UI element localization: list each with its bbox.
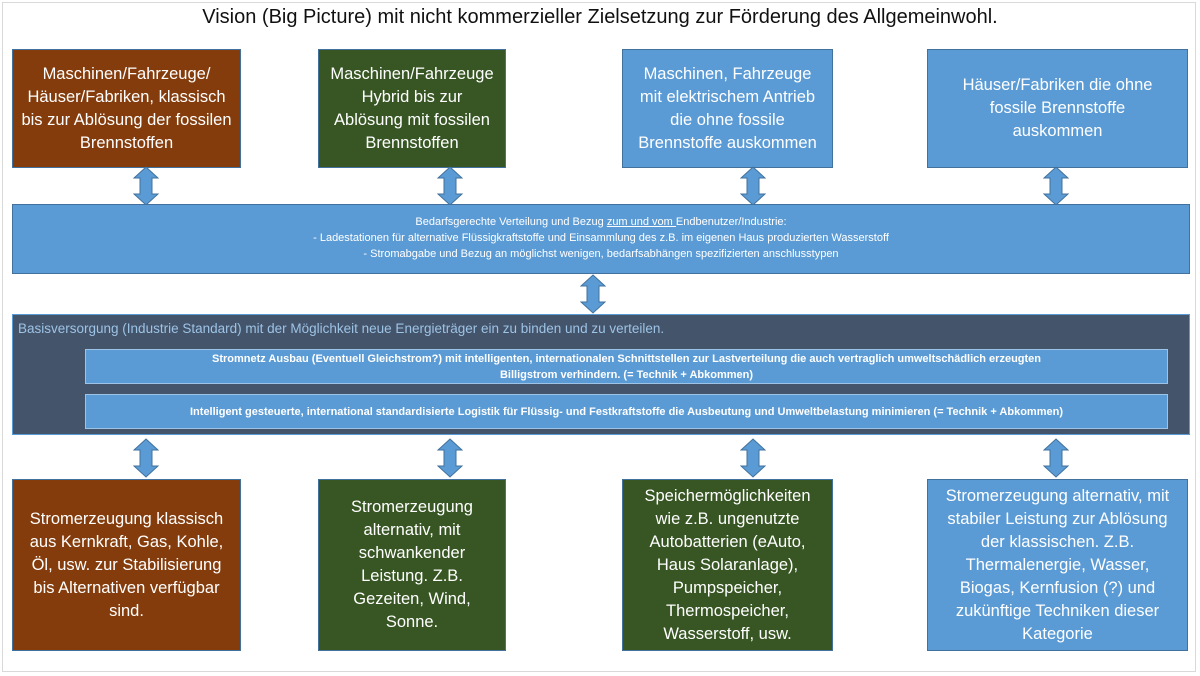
double-vertical-arrow-icon [1043, 438, 1069, 478]
box-text: Maschinen/Fahrzeuge/ Häuser/Fabriken, kl… [21, 64, 232, 152]
box-text: Maschinen/Fahrzeuge Hybrid bis zur Ablös… [330, 64, 494, 152]
box-electric-machines: Maschinen, Fahrzeuge mit elektrischem An… [622, 49, 833, 168]
box-text: Stromerzeugung alternativ, mit stabiler … [945, 486, 1170, 643]
distribution-line-2: - Stromabgabe und Bezug an möglichst wen… [363, 248, 839, 260]
fuel-logistics-bar: Intelligent gesteuerte, international st… [85, 394, 1168, 429]
double-vertical-arrow-icon [580, 274, 606, 314]
double-vertical-arrow-icon [133, 166, 159, 206]
slide-title: Vision (Big Picture) mit nicht kommerzie… [202, 6, 998, 28]
power-grid-bar: Stromnetz Ausbau (Eventuell Gleichstrom?… [85, 349, 1168, 384]
double-vertical-arrow-icon [437, 438, 463, 478]
box-text: Häuser/Fabriken die ohne fossile Brennst… [962, 76, 1153, 140]
box-fossil-free-buildings: Häuser/Fabriken die ohne fossile Brennst… [927, 49, 1188, 168]
heading-text: Endbenutzer/Industrie: [675, 216, 787, 228]
box-text: Stromerzeugung alternativ, mit schwanken… [351, 498, 473, 631]
box-text: Speichermöglichkeiten wie z.B. ungenutzt… [644, 486, 811, 643]
distribution-line-1: - Ladestationen für alternative Flüssigk… [313, 232, 889, 244]
box-classic-machines: Maschinen/Fahrzeuge/ Häuser/Fabriken, kl… [12, 49, 241, 168]
box-text: Stromerzeugung klassisch aus Kernkraft, … [29, 509, 224, 620]
base-supply-panel: Basisversorgung (Industrie Standard) mit… [12, 314, 1190, 435]
box-variable-renewables: Stromerzeugung alternativ, mit schwanken… [318, 479, 506, 651]
power-grid-line-2: Billigstrom verhindern. (= Technik + Abk… [499, 368, 754, 381]
base-supply-title: Basisversorgung (Industrie Standard) mit… [18, 321, 665, 336]
box-classic-power-generation: Stromerzeugung klassisch aus Kernkraft, … [12, 479, 241, 651]
double-vertical-arrow-icon [133, 438, 159, 478]
box-stable-renewables: Stromerzeugung alternativ, mit stabiler … [927, 479, 1188, 651]
distribution-heading: Bedarfsgerechte Verteilung und Bezug zum… [13, 214, 1189, 230]
double-vertical-arrow-icon [437, 166, 463, 206]
double-vertical-arrow-icon [740, 166, 766, 206]
double-vertical-arrow-icon [740, 438, 766, 478]
heading-underlined-text: zum und vom [606, 216, 676, 228]
power-grid-line-1: Stromnetz Ausbau (Eventuell Gleichstrom?… [211, 352, 1042, 365]
box-text: Maschinen, Fahrzeuge mit elektrischem An… [638, 64, 817, 152]
double-vertical-arrow-icon [1043, 166, 1069, 206]
box-hybrid-machines: Maschinen/Fahrzeuge Hybrid bis zur Ablös… [318, 49, 506, 168]
heading-text: Bedarfsgerechte Verteilung und Bezug [415, 216, 607, 228]
fuel-logistics-text: Intelligent gesteuerte, international st… [190, 405, 1063, 418]
box-storage-options: Speichermöglichkeiten wie z.B. ungenutzt… [622, 479, 833, 651]
distribution-panel: Bedarfsgerechte Verteilung und Bezug zum… [12, 204, 1190, 274]
